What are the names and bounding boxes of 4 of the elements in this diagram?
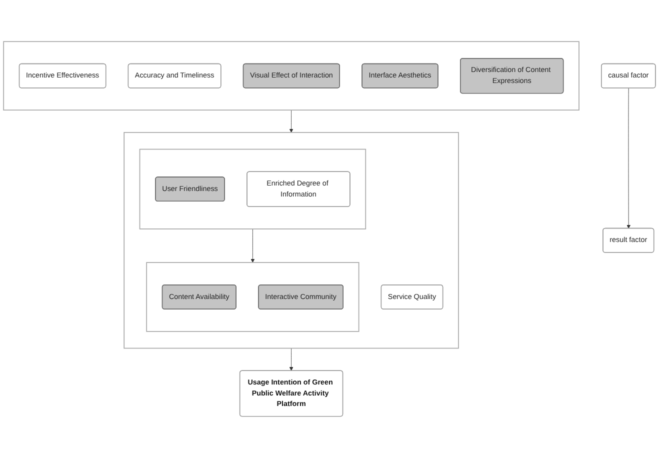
cluster <box>146 262 360 332</box>
cluster <box>3 40 580 110</box>
cluster <box>124 132 459 348</box>
cluster <box>139 148 366 229</box>
